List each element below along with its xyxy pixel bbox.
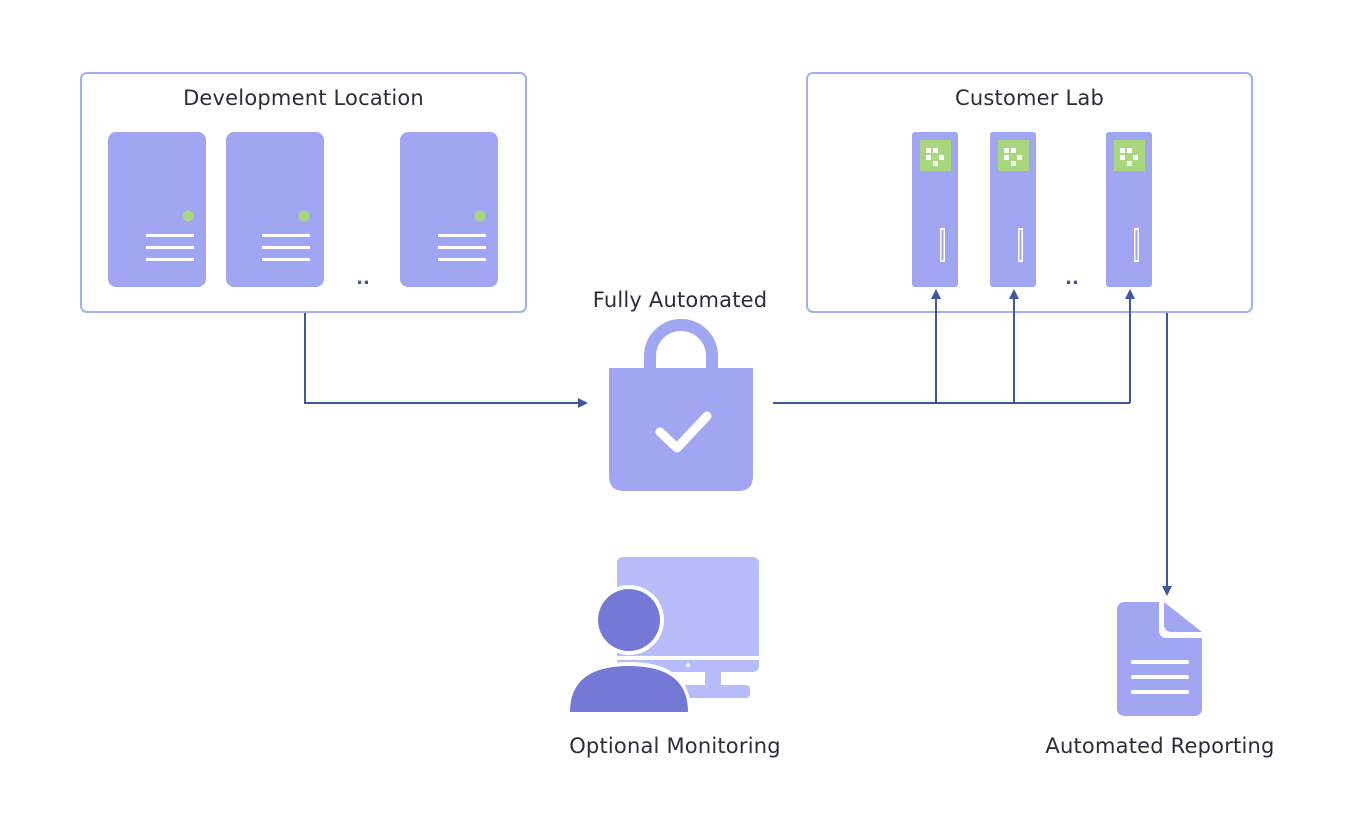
status-light-icon — [182, 210, 194, 222]
connectors — [304, 289, 1172, 596]
shopping-bag-check-icon — [609, 319, 753, 491]
dev-to-automation-arrow — [304, 313, 588, 408]
lab-device — [1106, 132, 1152, 287]
fully-automated-label: Fully Automated — [592, 288, 768, 312]
server-ellipsis: .. — [356, 268, 370, 289]
server-unit — [226, 132, 324, 287]
server-unit — [400, 132, 498, 287]
status-light-icon — [298, 210, 310, 222]
document-icon — [1117, 602, 1202, 716]
device-chip-icon — [920, 140, 951, 171]
customer-lab-box: .. — [806, 72, 1253, 313]
user-monitor-icon — [567, 557, 759, 712]
server-unit — [108, 132, 206, 287]
device-ellipsis: .. — [1065, 268, 1079, 289]
development-location-box: .. — [80, 72, 527, 313]
optional-monitoring-label: Optional Monitoring — [569, 734, 781, 758]
customer-lab-title: Customer Lab — [955, 86, 1104, 110]
device-chip-icon — [998, 140, 1029, 171]
automated-reporting-label: Automated Reporting — [1045, 734, 1275, 758]
device-chip-icon — [1114, 140, 1145, 171]
lab-device — [990, 132, 1036, 287]
lab-device — [912, 132, 958, 287]
development-location-title: Development Location — [183, 86, 424, 110]
status-light-icon — [474, 210, 486, 222]
